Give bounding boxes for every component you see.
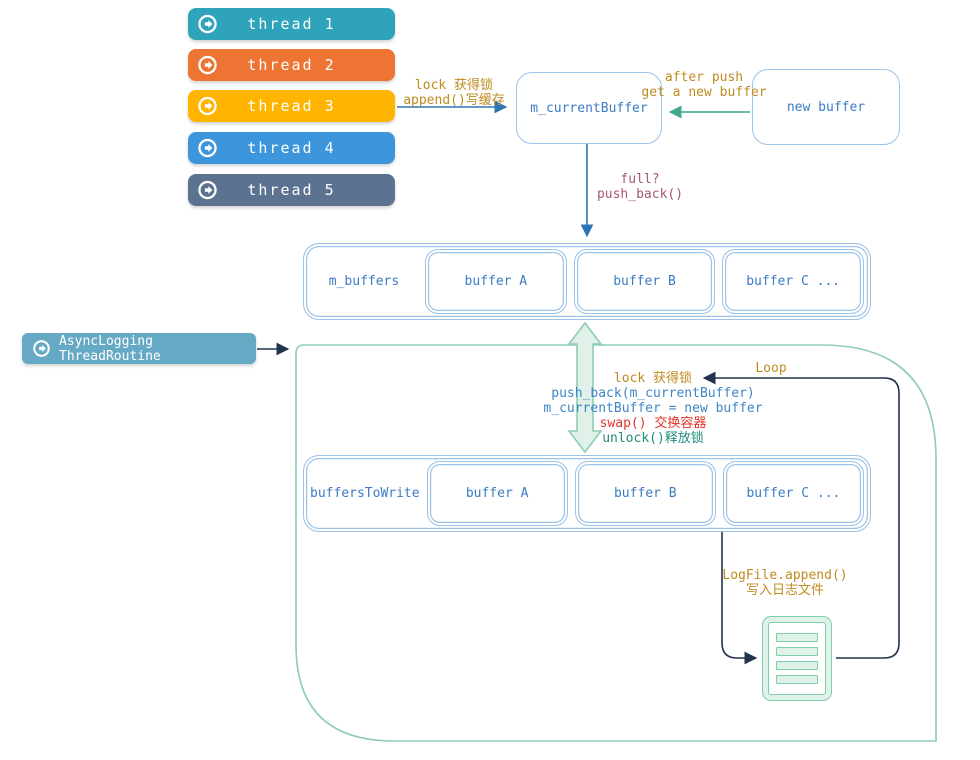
buffer-a-box: buffer A [425, 249, 567, 314]
worker-region-outline [295, 344, 937, 742]
doc-line [776, 675, 818, 684]
thread-label: thread 3 [247, 97, 336, 115]
thread-label: thread 5 [247, 181, 336, 199]
async-logging-label: AsyncLogging ThreadRoutine [59, 333, 161, 364]
thread-label: thread 4 [247, 139, 336, 157]
crit-unlock-line: unlock()释放锁 [602, 431, 704, 446]
loop-label: Loop [755, 361, 787, 376]
circle-arrow-icon [198, 14, 217, 34]
circle-arrow-icon [198, 138, 217, 158]
buffer-c-box: buffer C ... [722, 249, 865, 314]
new-buffer-node: new buffer [752, 69, 900, 145]
thread-3-pill[interactable]: thread 3 [188, 90, 395, 122]
loop-path [702, 371, 900, 659]
doc-line [776, 633, 818, 642]
node-label: new buffer [786, 99, 866, 115]
doc-line [776, 647, 818, 656]
crit-pushback-line: push_back(m_currentBuffer) [551, 386, 755, 401]
lock-append-annotation: lock 获得锁 append()写缓存 [403, 78, 505, 108]
critical-section-annotation: lock 获得锁 push_back(m_currentBuffer) m_cu… [533, 371, 773, 446]
async-logging-pill[interactable]: AsyncLogging ThreadRoutine [22, 333, 256, 364]
buffer-b-box: buffer B [573, 249, 716, 314]
swap-double-arrow [567, 321, 603, 454]
log-file-document-icon [762, 616, 832, 701]
doc-line [776, 661, 818, 670]
row-label: buffersToWrite [310, 486, 420, 501]
thread-5-pill[interactable]: thread 5 [188, 174, 395, 206]
full-push-back-annotation: full? push_back() [596, 172, 684, 202]
buffer-a-box: buffer A [426, 461, 568, 526]
thread-4-pill[interactable]: thread 4 [188, 132, 395, 164]
thread-1-pill[interactable]: thread 1 [188, 8, 395, 40]
after-push-annotation: after push get a new buffer [641, 70, 767, 100]
m-current-buffer-node: m_currentBuffer [516, 72, 662, 144]
circle-arrow-icon [198, 55, 217, 75]
circle-arrow-icon [33, 340, 50, 357]
circle-arrow-icon [198, 180, 217, 200]
write-log-path [721, 531, 758, 665]
logfile-append-annotation: LogFile.append() 写入日志文件 [722, 568, 848, 598]
thread-label: thread 1 [247, 15, 336, 33]
circle-arrow-icon [198, 96, 217, 116]
buffers-to-write-row: buffersToWrite buffer A buffer B buffer … [303, 455, 871, 532]
crit-lock-line: lock 获得锁 [613, 371, 693, 386]
m-buffers-row: m_buffers buffer A buffer B buffer C ... [303, 243, 871, 320]
buffer-b-box: buffer B [574, 461, 716, 526]
thread-2-pill[interactable]: thread 2 [188, 49, 395, 81]
buffer-c-box: buffer C ... [722, 461, 864, 526]
crit-swap-line: swap() 交换容器 [599, 416, 707, 431]
crit-newbuffer-line: m_currentBuffer = new buffer [543, 401, 763, 416]
thread-label: thread 2 [247, 56, 336, 74]
row-label: m_buffers [328, 274, 400, 289]
node-label: m_currentBuffer [530, 100, 648, 116]
